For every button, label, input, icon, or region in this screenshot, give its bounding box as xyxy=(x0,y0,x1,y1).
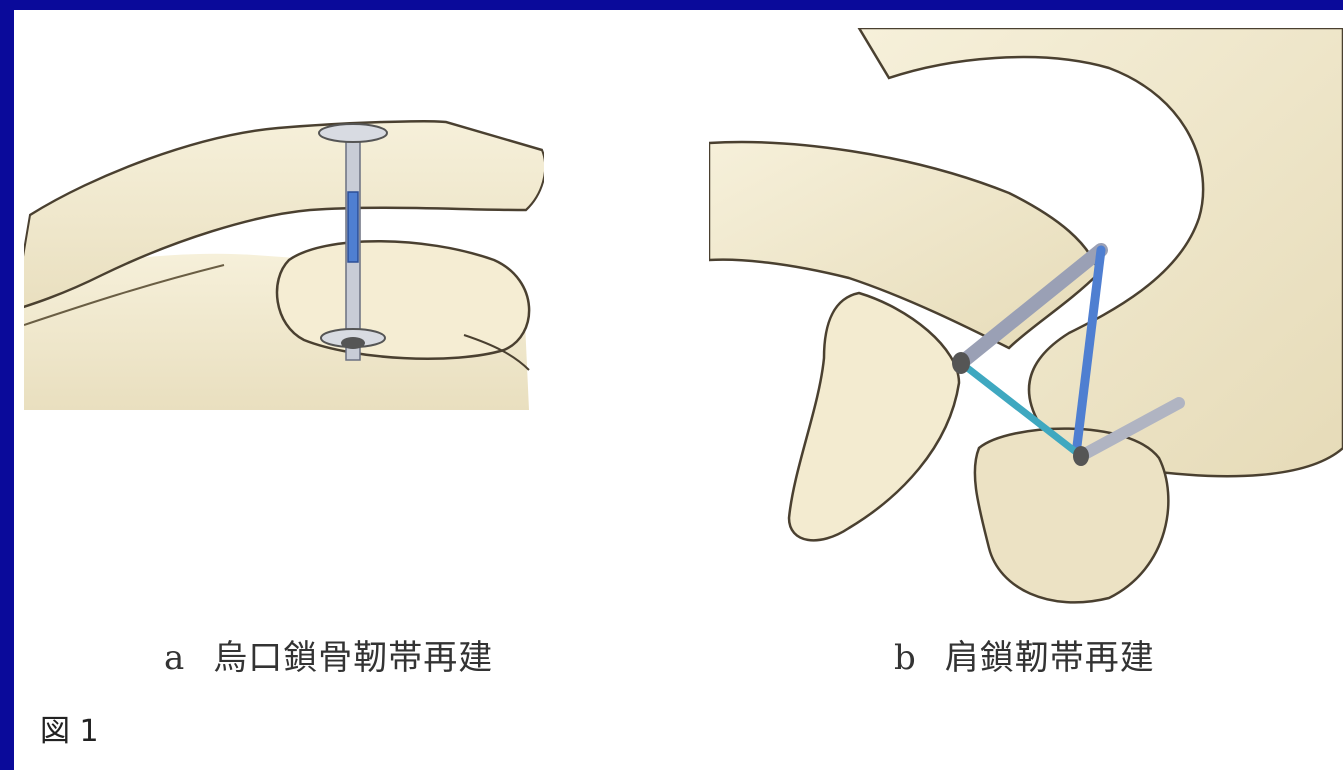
caption-panel-a: a 烏口鎖骨靭帯再建 xyxy=(164,630,493,679)
coracoid-shape xyxy=(789,293,959,540)
coracoid-shape xyxy=(277,241,529,358)
figure-slide: a 烏口鎖骨靭帯再建 b 肩鎖靭帯再建 図 1 xyxy=(14,10,1343,770)
caption-b-title: 肩鎖靭帯再建 xyxy=(945,638,1155,678)
diagram-coracoclavicular-reconstruction xyxy=(24,100,544,430)
diagram-acromioclavicular-reconstruction xyxy=(709,28,1343,613)
caption-panel-b: b 肩鎖靭帯再建 xyxy=(894,630,1155,679)
humeral-head-shape xyxy=(975,429,1169,603)
figure-label: 図 1 xyxy=(40,706,99,750)
caption-b-letter: b xyxy=(894,638,917,678)
caption-a-letter: a xyxy=(164,638,185,678)
caption-a-title: 烏口鎖骨靭帯再建 xyxy=(213,638,493,678)
